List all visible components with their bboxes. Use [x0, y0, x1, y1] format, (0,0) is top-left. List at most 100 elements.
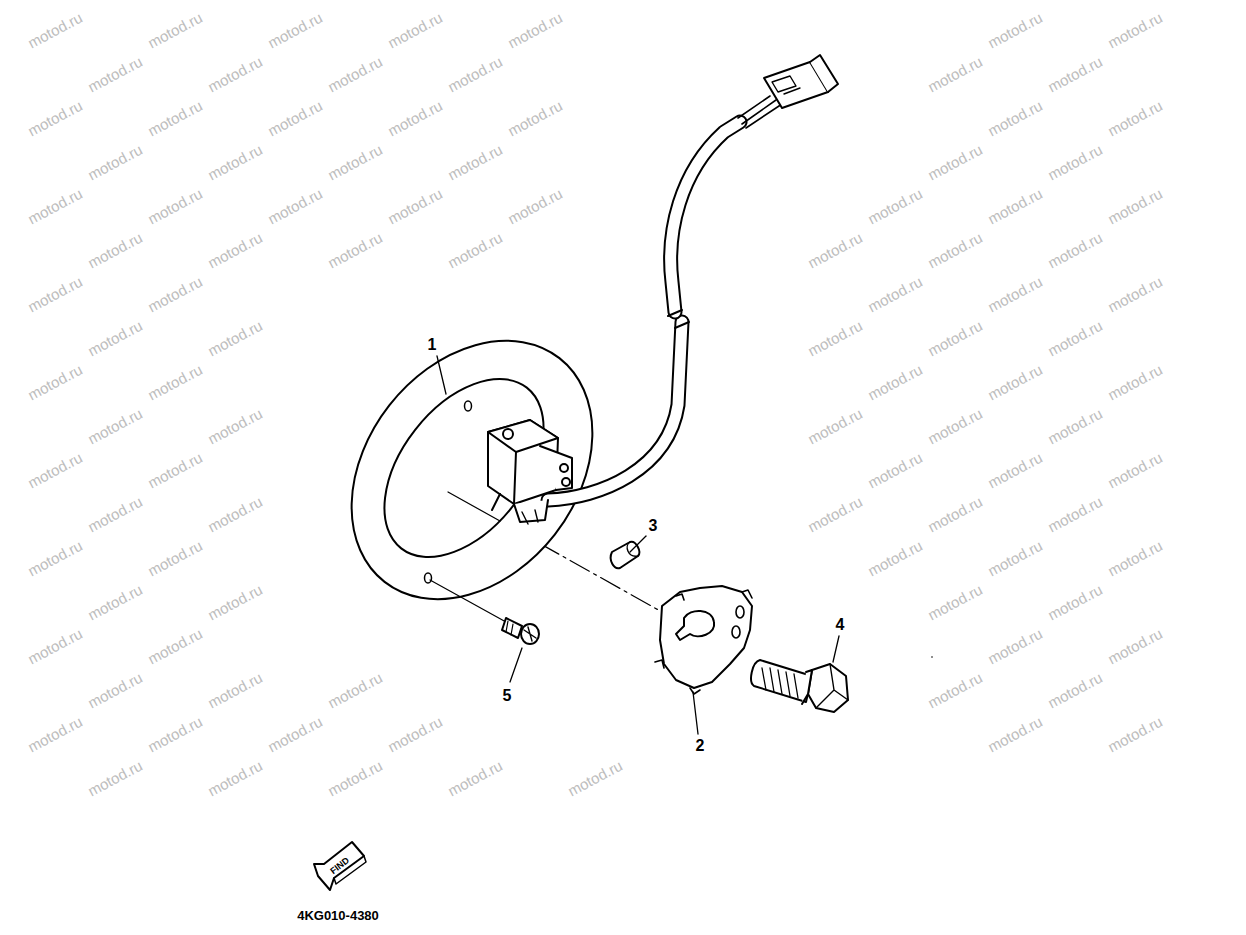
watermark: motod.ru: [1045, 317, 1104, 358]
watermark: motod.ru: [145, 537, 204, 578]
callout-number: 5: [501, 687, 514, 705]
watermark: motod.ru: [145, 97, 204, 138]
watermark: motod.ru: [205, 53, 264, 94]
watermark: motod.ru: [25, 449, 84, 490]
watermark: motod.ru: [925, 53, 984, 94]
watermark: motod.ru: [1105, 625, 1164, 666]
watermark: motod.ru: [385, 713, 444, 754]
watermark: motod.ru: [385, 9, 444, 50]
watermark: motod.ru: [985, 361, 1044, 402]
watermark: motod.ru: [205, 493, 264, 534]
watermark: motod.ru: [1045, 669, 1104, 710]
watermark: motod.ru: [925, 581, 984, 622]
watermark: motod.ru: [325, 757, 384, 798]
watermark: motod.ru: [925, 493, 984, 534]
watermark: motod.ru: [925, 141, 984, 182]
watermark: motod.ru: [1105, 713, 1164, 754]
watermark: motod.ru: [865, 185, 924, 226]
watermark: motod.ru: [1105, 185, 1164, 226]
watermark: motod.ru: [985, 97, 1044, 138]
callout-number: 4: [834, 616, 847, 634]
watermark: motod.ru: [1105, 449, 1164, 490]
watermark: motod.ru: [85, 757, 144, 798]
watermark: motod.ru: [1045, 141, 1104, 182]
watermark: motod.ru: [1105, 97, 1164, 138]
watermark: motod.ru: [1105, 9, 1164, 50]
watermark: motod.ru: [505, 185, 564, 226]
watermark: motod.ru: [925, 229, 984, 270]
watermark: motod.ru: [25, 625, 84, 666]
watermark: motod.ru: [145, 713, 204, 754]
watermark: motod.ru: [985, 713, 1044, 754]
watermark: motod.ru: [565, 757, 624, 798]
diagram-code: 4KG010-4380: [297, 909, 379, 922]
watermark: motod.ru: [505, 97, 564, 138]
watermark: motod.ru: [145, 9, 204, 50]
watermark: motod.ru: [145, 273, 204, 314]
watermark: motod.ru: [265, 185, 324, 226]
watermark: motod.ru: [205, 757, 264, 798]
watermark: motod.ru: [985, 449, 1044, 490]
watermark: motod.ru: [325, 53, 384, 94]
watermark: motod.ru: [325, 141, 384, 182]
watermark: motod.ru: [25, 97, 84, 138]
watermark: motod.ru: [985, 625, 1044, 666]
watermark: motod.ru: [85, 405, 144, 446]
watermark: motod.ru: [385, 185, 444, 226]
callout-number: 1: [426, 336, 439, 354]
callout-number: 2: [694, 737, 707, 755]
watermark: motod.ru: [805, 405, 864, 446]
watermark: motod.ru: [205, 669, 264, 710]
watermark: motod.ru: [325, 229, 384, 270]
watermark: motod.ru: [385, 97, 444, 138]
watermark: motod.ru: [25, 537, 84, 578]
watermark: motod.ru: [205, 317, 264, 358]
watermark: motod.ru: [1045, 53, 1104, 94]
watermark: motod.ru: [85, 581, 144, 622]
watermark: motod.ru: [1105, 273, 1164, 314]
watermark: motod.ru: [25, 361, 84, 402]
watermark: motod.ru: [205, 405, 264, 446]
watermark: motod.ru: [205, 229, 264, 270]
watermark: motod.ru: [1045, 229, 1104, 270]
watermark: motod.ru: [925, 405, 984, 446]
watermark: motod.ru: [1105, 361, 1164, 402]
watermark: motod.ru: [805, 317, 864, 358]
watermark: motod.ru: [85, 317, 144, 358]
watermark: motod.ru: [505, 9, 564, 50]
watermark: motod.ru: [925, 317, 984, 358]
watermark: motod.ru: [1045, 405, 1104, 446]
watermark: motod.ru: [445, 757, 504, 798]
watermark: motod.ru: [985, 9, 1044, 50]
watermark: motod.ru: [445, 229, 504, 270]
watermark: motod.ru: [265, 9, 324, 50]
watermark: motod.ru: [445, 53, 504, 94]
watermark: motod.ru: [1045, 493, 1104, 534]
watermark: motod.ru: [85, 229, 144, 270]
watermark: motod.ru: [925, 669, 984, 710]
watermark: motod.ru: [25, 713, 84, 754]
watermark: motod.ru: [25, 9, 84, 50]
watermark: motod.ru: [85, 53, 144, 94]
watermark: motod.ru: [1045, 581, 1104, 622]
watermark: motod.ru: [865, 361, 924, 402]
watermark: motod.ru: [985, 273, 1044, 314]
watermark: motod.ru: [265, 97, 324, 138]
watermark: motod.ru: [85, 141, 144, 182]
watermark: motod.ru: [985, 537, 1044, 578]
watermark: motod.ru: [805, 493, 864, 534]
watermark: motod.ru: [25, 273, 84, 314]
watermark: motod.ru: [145, 449, 204, 490]
watermark: motod.ru: [325, 669, 384, 710]
watermark: motod.ru: [25, 185, 84, 226]
watermark: motod.ru: [865, 537, 924, 578]
watermark: motod.ru: [865, 449, 924, 490]
watermark: motod.ru: [1105, 537, 1164, 578]
watermark: motod.ru: [85, 669, 144, 710]
watermark: motod.ru: [265, 713, 324, 754]
watermark: motod.ru: [445, 141, 504, 182]
watermark: motod.ru: [805, 229, 864, 270]
watermark: motod.ru: [85, 493, 144, 534]
watermark: motod.ru: [985, 185, 1044, 226]
